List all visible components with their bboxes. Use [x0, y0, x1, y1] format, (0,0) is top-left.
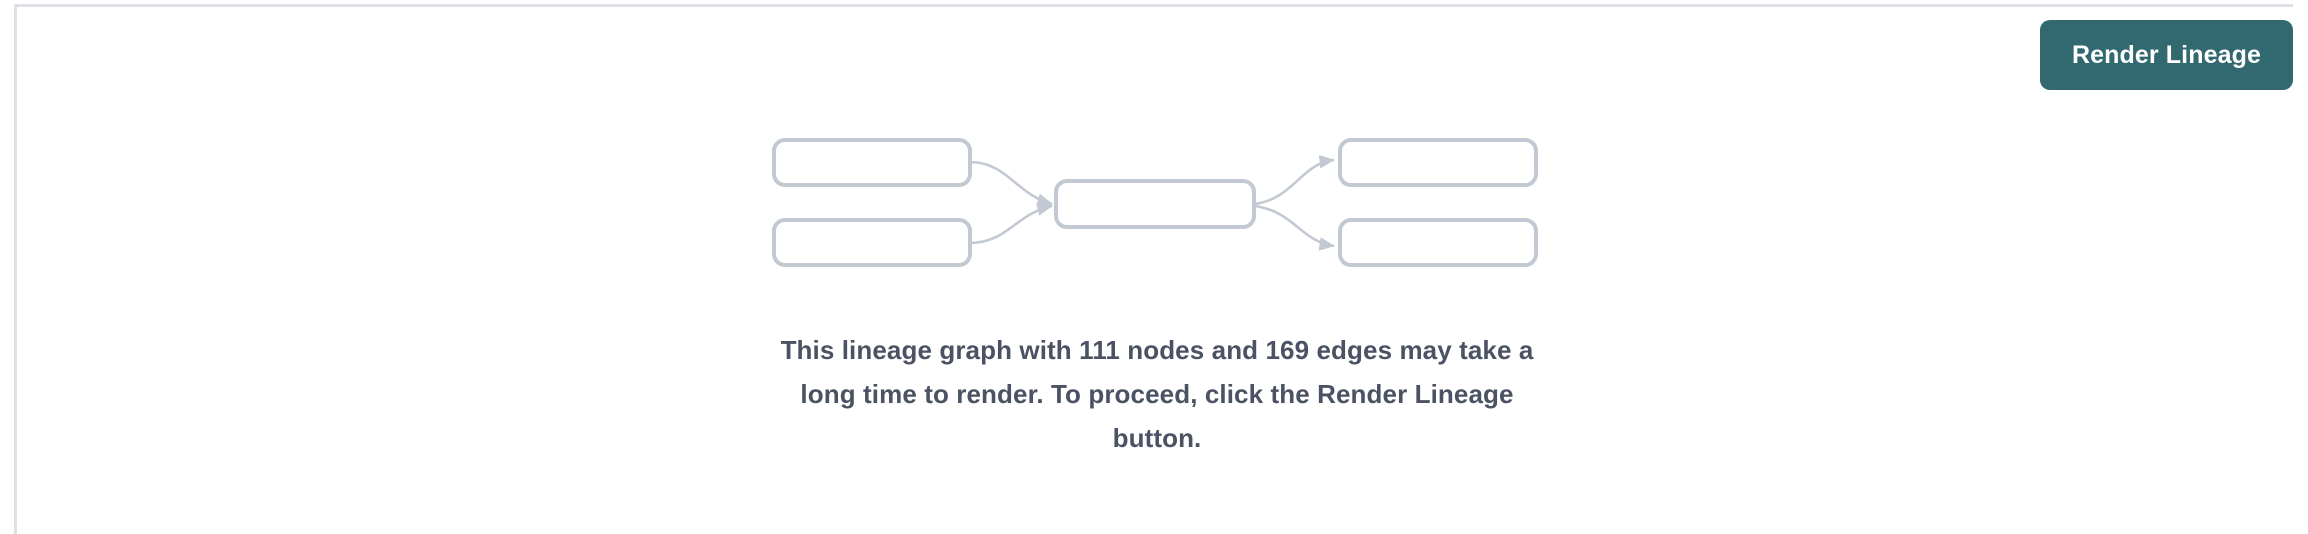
placeholder-lineage-graph [760, 128, 1560, 278]
graph-edges [968, 155, 1336, 251]
edge-center-to-right-top [1254, 155, 1336, 206]
panel-top-divider [14, 4, 2293, 7]
graph-node-right-bottom [1338, 218, 1538, 267]
edge-left-top-to-center [968, 160, 1054, 207]
edge-center-to-right-bottom [1254, 204, 1336, 251]
render-lineage-button[interactable]: Render Lineage [2040, 20, 2293, 90]
edge-left-bottom-to-center [968, 202, 1054, 245]
graph-node-center [1054, 179, 1256, 229]
graph-node-left-top [772, 138, 972, 187]
panel-left-divider [14, 4, 17, 534]
graph-node-left-bottom [772, 218, 972, 267]
graph-node-right-top [1338, 138, 1538, 187]
graph-nodes [772, 138, 1538, 267]
lineage-warning-message: This lineage graph with 111 nodes and 16… [780, 335, 1534, 453]
placeholder-graph-svg [772, 138, 1538, 267]
